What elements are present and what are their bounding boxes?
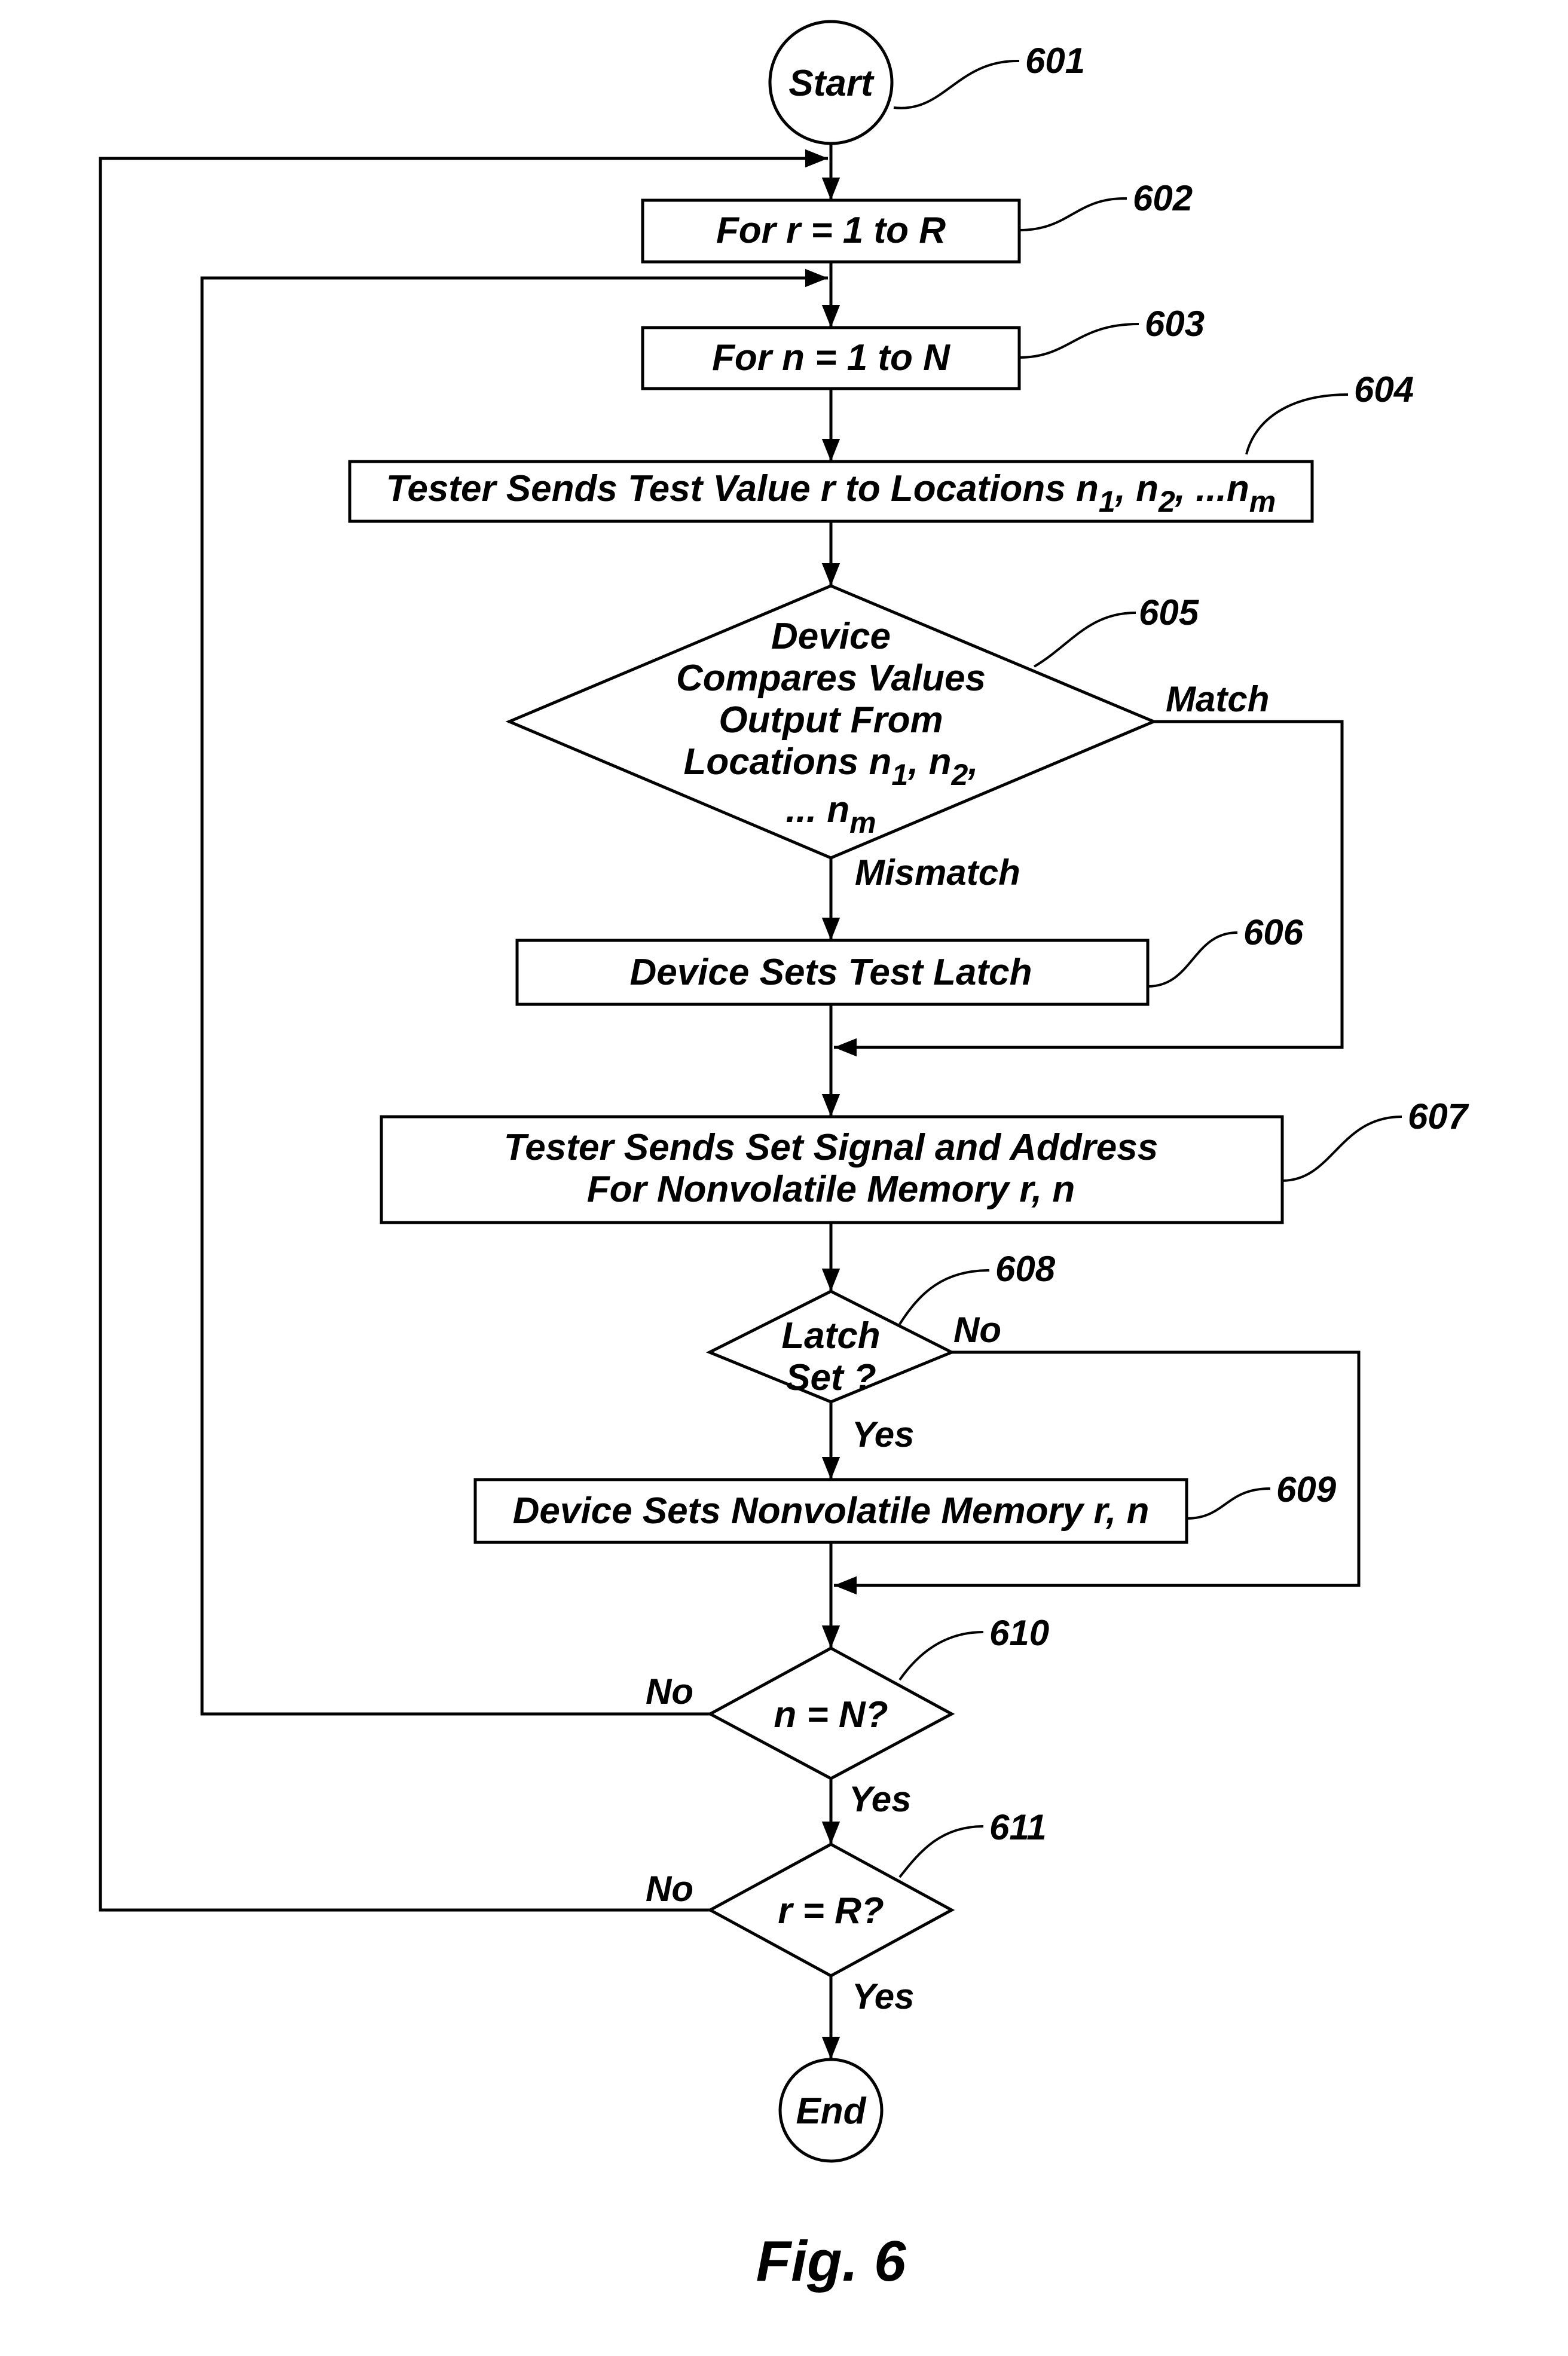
leader-609 [1187,1489,1270,1518]
ref-608: 608 [995,1249,1056,1289]
r-no-label: No [646,1869,693,1909]
leader-602 [1019,198,1127,230]
start-node: Start 601 [770,22,1085,143]
leader-601 [894,61,1019,108]
ref-602: 602 [1133,178,1193,218]
leader-603 [1019,324,1139,357]
leader-611 [900,1826,983,1877]
figure-label: Fig. 6 [756,2229,906,2293]
ref-605: 605 [1139,592,1200,632]
ref-607: 607 [1408,1096,1469,1136]
n-no-label: No [646,1671,693,1712]
latch-no-label: No [953,1310,1001,1350]
leader-604 [1246,395,1348,454]
loop-n-node: For n = 1 to N 603 [643,304,1205,389]
loop-r-label: For r = 1 to R [716,210,946,251]
leader-607 [1282,1117,1402,1181]
loop-r-node: For r = 1 to R 602 [643,178,1193,262]
n-check-label: n = N? [774,1694,888,1735]
n-yes-label: Yes [849,1779,912,1819]
set-nvm-label: Device Sets Nonvolatile Memory r, n [513,1490,1150,1532]
compare-label-line2: Compares Values [676,658,986,699]
compare-label-line1: Device [771,616,891,657]
r-check-label: r = R? [778,1890,884,1932]
latch-set-label-line2: Set ? [785,1357,876,1398]
r-check-node: r = R? 611 No Yes [646,1807,1047,2016]
end-label: End [796,2091,866,2132]
ref-601: 601 [1025,41,1085,81]
connectors [100,143,1359,2059]
ref-611: 611 [989,1807,1047,1847]
arrow-608-no-bypass [834,1352,1359,1585]
ref-604: 604 [1354,369,1414,410]
latch-set-label-line1: Latch [781,1315,880,1356]
ref-606: 606 [1243,912,1304,952]
ref-603: 603 [1145,304,1205,344]
mismatch-label: Mismatch [855,852,1020,893]
n-check-node: n = N? 610 No Yes [646,1613,1049,1819]
ref-609: 609 [1276,1469,1337,1509]
set-latch-label: Device Sets Test Latch [629,952,1032,993]
match-label: Match [1166,679,1269,719]
leader-605 [1034,613,1136,667]
latch-yes-label: Yes [852,1414,915,1454]
end-node: End [780,2059,882,2161]
set-latch-node: Device Sets Test Latch 606 [517,912,1304,1004]
leader-606 [1148,933,1237,986]
set-nvm-node: Device Sets Nonvolatile Memory r, n 609 [475,1469,1337,1542]
arrow-611-no-loop [100,158,828,1910]
loop-n-label: For n = 1 to N [712,337,950,378]
r-yes-label: Yes [852,1976,915,2016]
start-label: Start [788,63,875,104]
leader-610 [900,1632,983,1680]
send-test-node: Tester Sends Test Value r to Locations n… [350,369,1414,521]
send-set-label-line1: Tester Sends Set Signal and Address [504,1127,1159,1168]
send-set-label-line2: For Nonvolatile Memory r, n [587,1169,1075,1210]
compare-label-line3: Output From [719,699,943,741]
send-set-node: Tester Sends Set Signal and Address For … [381,1096,1469,1223]
ref-610: 610 [989,1613,1049,1653]
compare-node: Device Compares Values Output From Locat… [509,586,1269,893]
